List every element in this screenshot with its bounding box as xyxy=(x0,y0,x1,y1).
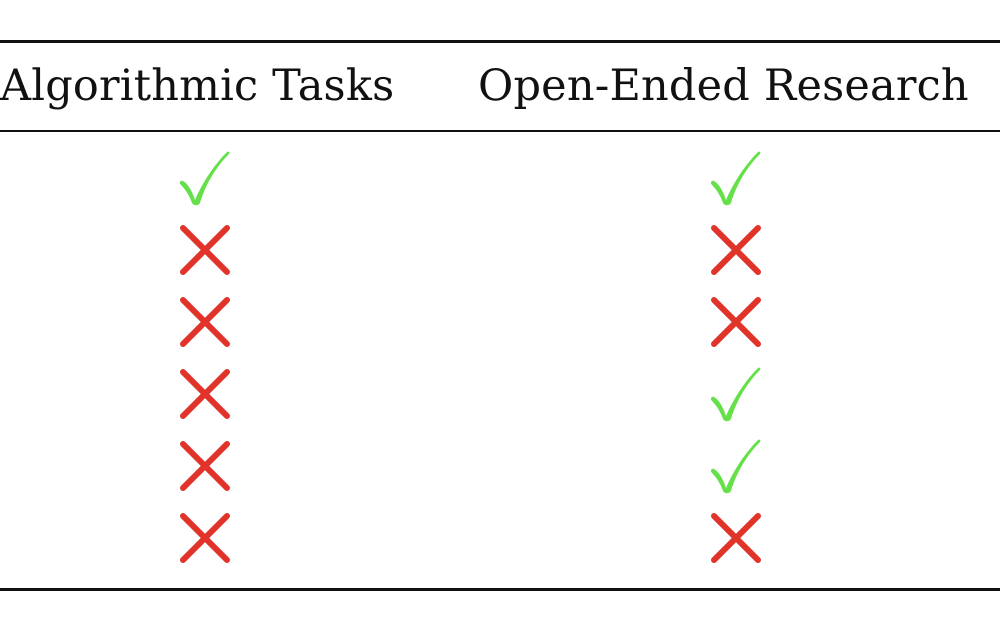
cross-icon xyxy=(175,292,235,352)
check-icon xyxy=(706,364,766,424)
check-icon xyxy=(175,148,235,208)
column-header-algorithmic-tasks: Algorithmic Tasks xyxy=(0,61,395,111)
cross-icon xyxy=(175,220,235,280)
top-rule xyxy=(0,40,1000,43)
cross-icon xyxy=(175,364,235,424)
bottom-rule xyxy=(0,588,1000,591)
column-header-open-ended-research: Open-Ended Research xyxy=(478,61,969,111)
cross-icon xyxy=(706,220,766,280)
check-icon xyxy=(706,148,766,208)
check-icon xyxy=(706,436,766,496)
cross-icon xyxy=(175,436,235,496)
cross-icon xyxy=(706,508,766,568)
header-rule xyxy=(0,130,1000,132)
cross-icon xyxy=(706,292,766,352)
cross-icon xyxy=(175,508,235,568)
